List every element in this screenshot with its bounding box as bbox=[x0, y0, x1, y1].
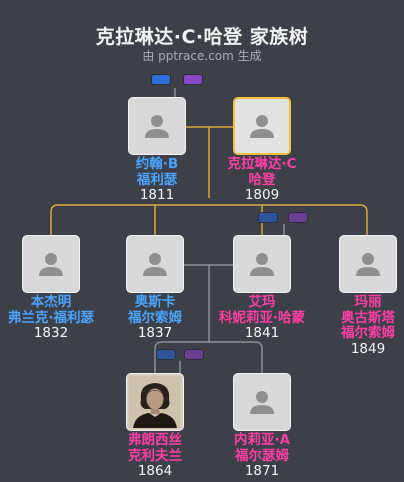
sibling-bar bbox=[50, 204, 368, 236]
family-badge-purple[interactable] bbox=[288, 212, 308, 223]
family-badge-blue[interactable] bbox=[151, 74, 171, 85]
portrait-photo-icon bbox=[129, 376, 181, 428]
person-card-emma[interactable] bbox=[233, 235, 291, 293]
person-card-benjamin[interactable] bbox=[22, 235, 80, 293]
person-silhouette-icon bbox=[356, 253, 380, 276]
person-card-clarinda[interactable] bbox=[233, 97, 291, 155]
person-label-oscar: 奥斯卡 福尔索姆 1837 bbox=[128, 294, 182, 341]
person-card-john[interactable] bbox=[128, 97, 186, 155]
person-silhouette-icon bbox=[145, 115, 169, 138]
person-silhouette-icon bbox=[250, 253, 274, 276]
person-label-emma: 艾玛 科妮莉亚·哈蒙 1841 bbox=[218, 294, 306, 341]
person-silhouette-icon bbox=[143, 253, 167, 276]
person-card-nellie[interactable] bbox=[233, 373, 291, 431]
person-label-john: 约翰·B 福利瑟 1811 bbox=[135, 156, 179, 203]
person-label-clarinda: 克拉琳达·C 哈登 1809 bbox=[227, 156, 297, 203]
person-card-frances[interactable] bbox=[126, 373, 184, 431]
family-badge-blue[interactable] bbox=[258, 212, 278, 223]
family-badge-purple[interactable] bbox=[184, 349, 204, 360]
children-bar bbox=[154, 341, 263, 374]
person-silhouette-icon bbox=[250, 115, 274, 138]
page-title: 克拉琳达·C·哈登 家族树 bbox=[95, 26, 309, 48]
person-silhouette-icon bbox=[250, 391, 274, 414]
person-label-nellie: 内莉亚·A 福尔瑟姆 1871 bbox=[233, 432, 291, 479]
person-card-oscar[interactable] bbox=[126, 235, 184, 293]
person-label-frances: 弗朗西丝 克利夫兰 1864 bbox=[128, 432, 182, 479]
person-card-mary[interactable] bbox=[339, 235, 397, 293]
person-label-mary: 玛丽 奥古斯塔 福尔索姆 1849 bbox=[341, 294, 395, 357]
family-badge-purple[interactable] bbox=[183, 74, 203, 85]
person-silhouette-icon bbox=[39, 253, 63, 276]
family-badge-blue[interactable] bbox=[156, 349, 176, 360]
page-subtitle: 由 pptrace.com 生成 bbox=[142, 49, 262, 63]
person-label-benjamin: 本杰明 弗兰克·福利瑟 1832 bbox=[7, 294, 95, 341]
